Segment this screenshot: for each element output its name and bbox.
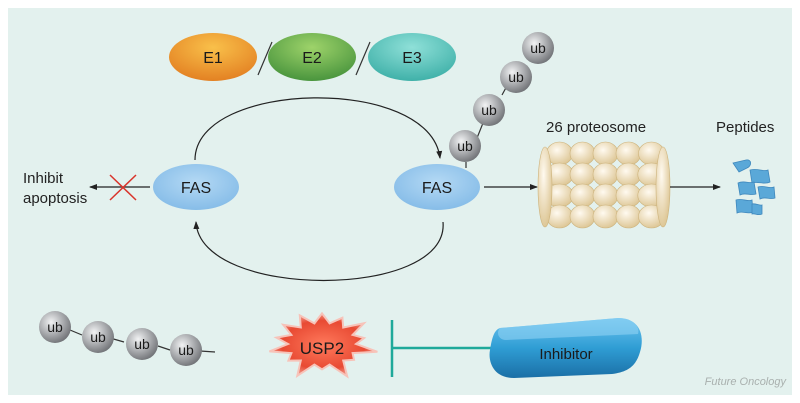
ubiquitination-arrow — [194, 97, 443, 161]
deubiquitination-arrow — [193, 221, 444, 281]
proteasome-subunit — [592, 141, 619, 166]
fas-right: FAS — [394, 164, 480, 210]
fas-left-label: FAS — [181, 180, 211, 197]
peptide-fragment — [735, 199, 754, 214]
proteasome-subunit — [615, 183, 642, 208]
peptide-fragment — [749, 169, 771, 184]
usp2-starburst: USP2 — [269, 311, 378, 379]
svg-text:ub: ub — [530, 40, 546, 56]
proteasome-subunit — [615, 162, 642, 187]
ubiquitin-bead: ub — [500, 61, 532, 93]
svg-text:ub: ub — [178, 342, 194, 358]
proteasome-subunit — [592, 183, 619, 208]
fas-right-label: FAS — [422, 180, 452, 197]
svg-text:ub: ub — [481, 102, 497, 118]
svg-text:ub: ub — [508, 69, 524, 85]
proteasome-subunit — [569, 162, 596, 187]
credit-label: Future Oncology — [705, 376, 788, 388]
ubiquitin-bead: ub — [449, 130, 481, 162]
enzyme-e2-label: E2 — [302, 50, 322, 67]
peptide-fragments — [732, 159, 776, 216]
proteasome-subunit — [592, 204, 619, 229]
proteasome-subunit — [569, 183, 596, 208]
enzyme-e1-label: E1 — [203, 50, 223, 67]
ubiquitin-bead: ub — [522, 32, 554, 64]
fas-left: FAS — [153, 164, 239, 210]
enzyme-e2: E2 — [268, 33, 356, 81]
free-ub-chain-linker — [69, 329, 216, 353]
ubiquitin-bead: ub — [82, 321, 114, 353]
ubiquitin-bead: ub — [126, 328, 158, 360]
inhibitor-label: Inhibitor — [539, 346, 592, 363]
inhibitor-block: Inhibitor — [489, 318, 642, 378]
proteasome-subunit — [569, 141, 596, 166]
enzyme-separator — [257, 41, 273, 76]
inhibit-label: Inhibit — [23, 170, 64, 187]
proteasome-subunit — [569, 204, 596, 229]
ubiquitin-bead: ub — [39, 311, 71, 343]
svg-text:ub: ub — [90, 329, 106, 345]
enzyme-e1: E1 — [169, 33, 257, 81]
svg-text:ub: ub — [457, 138, 473, 154]
peptide-fragment — [737, 181, 757, 196]
proteasome-cap — [655, 146, 671, 228]
usp2-label: USP2 — [300, 339, 344, 358]
peptide-fragment — [732, 159, 752, 173]
enzyme-e3-label: E3 — [402, 50, 422, 67]
peptide-fragment — [751, 203, 763, 216]
inhibition-symbol — [390, 320, 495, 377]
ub-chain-free: ub ub ub ub — [39, 311, 202, 366]
apoptosis-label: apoptosis — [23, 190, 87, 207]
ub-chain-attached: ub ub ub ub — [449, 32, 554, 162]
proteasome-subunit — [615, 204, 642, 229]
ubiquitin-bead: ub — [473, 94, 505, 126]
ubiquitin-bead: ub — [170, 334, 202, 366]
proteasome — [537, 141, 671, 229]
proteasome-cap — [537, 146, 553, 228]
proteasome-subunit — [615, 141, 642, 166]
peptide-fragment — [757, 186, 776, 200]
proteasome-label: 26 proteosome — [546, 119, 646, 136]
svg-text:ub: ub — [134, 336, 150, 352]
svg-text:ub: ub — [47, 319, 63, 335]
proteasome-subunit — [592, 162, 619, 187]
enzyme-separator — [355, 41, 371, 76]
blocked-cross-icon — [109, 174, 137, 201]
peptides-label: Peptides — [716, 119, 774, 136]
enzyme-e3: E3 — [368, 33, 456, 81]
